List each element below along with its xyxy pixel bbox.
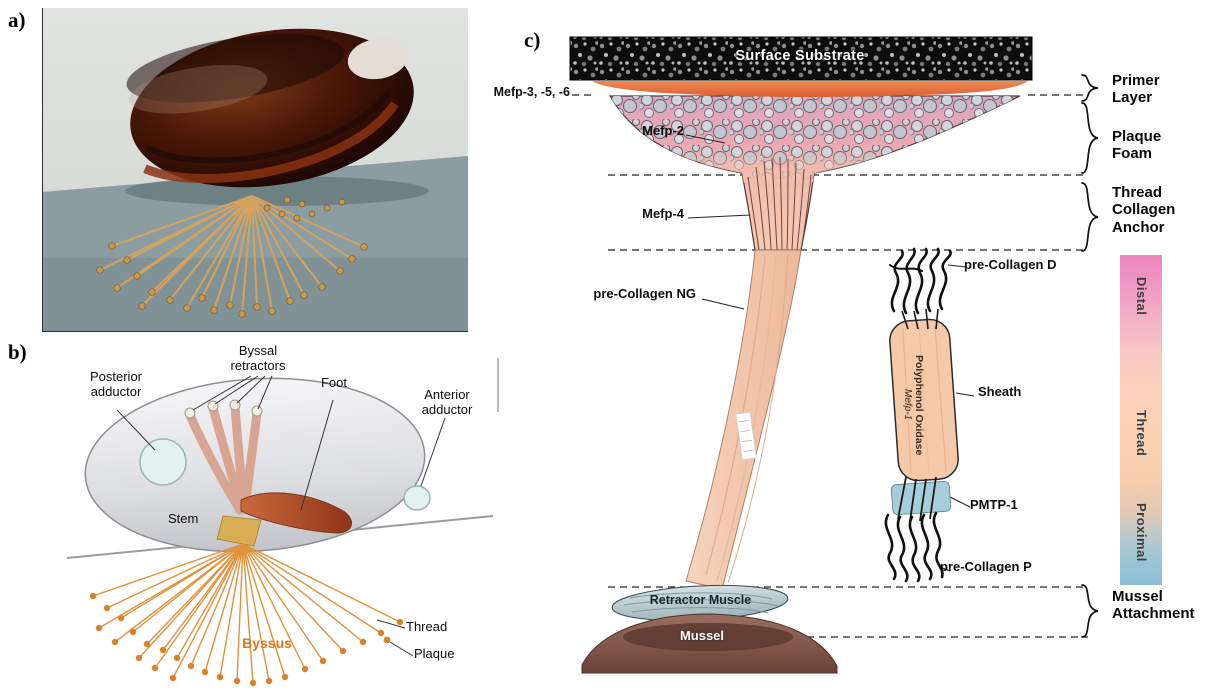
retractor-tips: [184, 399, 263, 419]
anterior-adductor-shape: [403, 485, 431, 511]
byssal-retractors-shape: [185, 402, 262, 515]
sheath-cylinder-label: Polyphenol Oxidase Mefp-1: [902, 330, 925, 480]
sheath-label: Sheath: [978, 384, 1022, 399]
byssal-retractors-label: Byssal retractors: [230, 343, 286, 373]
brace-thread-collagen-anchor: [1081, 182, 1099, 252]
thread-region-label: Thread: [1134, 409, 1149, 457]
panel-b-letter: b): [8, 340, 27, 364]
distal-label: Distal: [1134, 276, 1149, 316]
retractor-muscle-shape: [611, 584, 789, 622]
mussel-shadow: [125, 176, 429, 206]
thread-collagen-anchor-label: Thread Collagen Anchor: [1112, 184, 1176, 236]
mussel-shell-photo: [126, 28, 414, 188]
pre-collagen-p-label: pre-Collagen P: [940, 559, 1032, 574]
byssal-threads-photo: [99, 195, 365, 315]
panel-a-letter: a): [8, 8, 26, 32]
collagen-connector-fibers-bottom: [897, 476, 937, 522]
byssal-plaques-photo: [96, 196, 368, 318]
collagen-connector-fibers-top: [901, 308, 939, 330]
mussel-shell-b: [84, 377, 426, 553]
proximal-label: Proximal: [1134, 502, 1149, 562]
leader-lines-c: [685, 134, 975, 572]
pre-collagen-d-coils: [889, 247, 952, 315]
surface-substrate-shape: [569, 36, 1033, 81]
panel-a-photo: [42, 8, 468, 332]
mussel-label: Mussel: [679, 628, 725, 643]
pre-collagen-d-label: pre-Collagen D: [964, 257, 1057, 272]
mefp-2-label: Mefp-2: [642, 123, 684, 138]
stem-label: Stem: [168, 511, 199, 526]
panel-c-letter: c): [524, 28, 541, 52]
pre-collagen-p-coils: [884, 511, 944, 583]
surface-substrate-label: Surface Substrate: [735, 48, 865, 64]
thread-inset-artifact: [735, 411, 757, 461]
anchor-fibers: [747, 156, 812, 251]
mefp-3-5-6-label: Mefp-3, -5, -6: [493, 85, 570, 99]
posterior-adductor-shape: [139, 438, 187, 486]
brace-primer-layer: [1081, 74, 1099, 102]
pre-collagen-ng-label: pre-Collagen NG: [593, 286, 696, 301]
foot-shape: [240, 492, 352, 534]
primer-layer-shape: [592, 81, 1028, 97]
polyphenol-oxidase-label: Polyphenol Oxidase: [913, 354, 925, 456]
leader-lines-b: [116, 375, 446, 657]
byssus-plaques-b: [89, 592, 404, 687]
thread-streaks: [705, 253, 789, 584]
stem-shape: [216, 515, 262, 547]
mussel-body-shape: [581, 613, 838, 674]
byssus-threads-b: [92, 543, 401, 684]
posterior-adductor-label: Posterior adductor: [89, 369, 143, 399]
sheath-cylinder-shape: [889, 318, 959, 482]
byssus-label: Byssus: [242, 635, 292, 651]
panel-b-diagram: [66, 358, 499, 687]
foot-label: Foot: [320, 375, 347, 390]
brace-plaque-foam: [1081, 102, 1099, 174]
panel-c-diagram: [569, 36, 1162, 674]
anterior-adductor-label: Anterior adductor: [421, 387, 473, 417]
thread-region-gradient-bar: [1120, 255, 1162, 585]
thread-label-b: Thread: [406, 619, 448, 634]
primer-layer-label: Primer Layer: [1112, 72, 1160, 107]
mussel-attachment-label: Mussel Attachment: [1112, 588, 1195, 623]
retractor-muscle-label: Retractor Muscle: [649, 593, 752, 607]
layer-boundary-dashes: [572, 94, 1088, 638]
plaque-foam-label: Plaque Foam: [1112, 128, 1162, 163]
brace-mussel-attachment: [1081, 584, 1099, 638]
mefp-4-label: Mefp-4: [642, 206, 684, 221]
brackets: [1081, 74, 1099, 638]
plaque-label-b: Plaque: [414, 646, 455, 661]
mefp-1-label: Mefp-1: [902, 389, 913, 421]
pmtp-1-label: PMTP-1: [970, 497, 1018, 512]
